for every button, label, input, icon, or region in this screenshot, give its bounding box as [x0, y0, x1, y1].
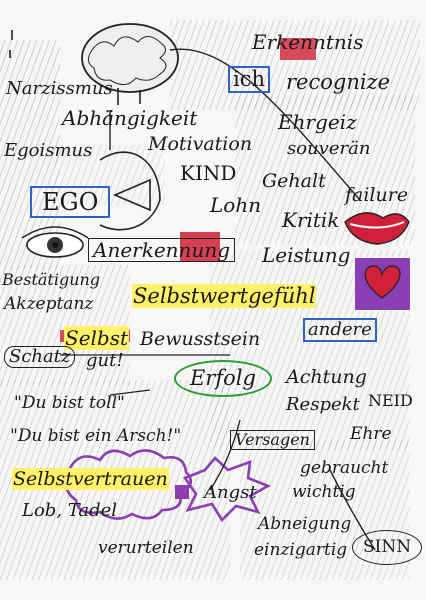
- word-anerkennung: Anerkennung: [88, 238, 236, 262]
- word-motivation: Motivation: [148, 133, 253, 155]
- word-wichtig: wichtig: [292, 482, 356, 502]
- word-respekt: Respekt: [286, 394, 360, 415]
- word-lob-tadel: Lob, Tadel: [22, 500, 118, 521]
- word-neid: NEID: [368, 391, 413, 410]
- eye-sketch: [21, 151, 161, 258]
- lips-sketch: [344, 212, 410, 245]
- word-gut: gut!: [86, 350, 124, 371]
- word-kind: KIND: [180, 161, 237, 185]
- word-recognize: recognize: [286, 70, 391, 94]
- word-kritik: Kritik: [282, 208, 340, 232]
- word-selbstvertrauen: Selbstvertrauen: [12, 468, 169, 490]
- word-leistung: Leistung: [262, 243, 351, 267]
- word-verurteilen: verurteilen: [98, 538, 194, 558]
- word-ehrgeiz: Ehrgeiz: [278, 110, 357, 134]
- word-du-bist-arsch: "Du bist ein Arsch!": [10, 426, 182, 446]
- word-failure: failure: [345, 184, 409, 206]
- word-ego: EGO: [30, 186, 111, 218]
- word-schatz: Schatz: [4, 346, 76, 368]
- word-ehre: Ehre: [350, 424, 392, 444]
- word-ich: ich: [228, 66, 271, 93]
- word-abneigung: Abneigung: [258, 514, 352, 534]
- word-andere: andere: [303, 318, 377, 342]
- angst-burst: [183, 456, 272, 523]
- word-akzeptanz: Akzeptanz: [4, 294, 94, 314]
- brain-sketch: [81, 23, 179, 105]
- word-einzigartig: einzigartig: [254, 540, 348, 560]
- word-abhaengigkeit: Abhängigkeit: [62, 106, 198, 130]
- word-du-bist-toll: "Du bist toll": [14, 393, 125, 413]
- word-erkenntnis: Erkenntnis: [252, 30, 364, 54]
- word-versagen: Versagen: [230, 430, 315, 450]
- word-erfolg: Erfolg: [174, 360, 272, 397]
- word-bestaetigung: Bestätigung: [2, 270, 101, 289]
- word-sinn: SINN: [352, 530, 423, 565]
- word-egoismus: Egoismus: [4, 140, 93, 161]
- word-gebraucht: gebraucht: [300, 458, 389, 478]
- word-souveraen: souverän: [287, 138, 371, 159]
- word-selbstwertgefuehl: Selbstwertgefühl: [132, 284, 317, 308]
- word-angst: Angst: [204, 482, 257, 503]
- heart-sketch: [355, 258, 410, 310]
- word-narzissmus: Narzissmus: [6, 78, 113, 99]
- word-gehalt: Gehalt: [262, 170, 326, 192]
- word-selbst: Selbst: [64, 326, 130, 350]
- word-bewusstsein: Bewusstsein: [140, 328, 261, 350]
- word-lohn: Lohn: [210, 193, 262, 217]
- word-achtung: Achtung: [286, 366, 367, 388]
